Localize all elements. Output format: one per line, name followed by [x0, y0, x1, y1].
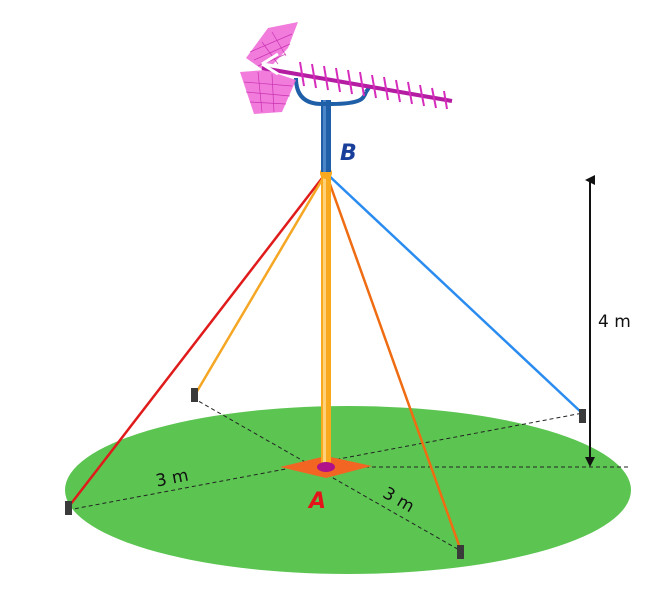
anchor-back-right	[579, 409, 586, 423]
anchor-back-left	[191, 388, 198, 402]
height-arrow-bottom	[585, 457, 595, 467]
antenna-boom	[261, 66, 453, 103]
antenna-bracket	[294, 77, 368, 106]
mast-foot	[317, 462, 335, 472]
label-b: B	[340, 141, 357, 166]
cable-blue	[325, 172, 583, 414]
antenna-reflector-top	[246, 22, 298, 72]
mast-highlight	[323, 172, 326, 466]
antenna-feed	[261, 52, 301, 76]
ground-disc	[65, 406, 631, 574]
antenna	[240, 22, 453, 114]
cable-red	[69, 172, 327, 506]
mast-top-highlight	[323, 100, 326, 172]
anchor-left	[65, 501, 72, 515]
label-height: 4 m	[598, 312, 631, 332]
label-a: A	[307, 489, 326, 514]
anchor-front-right	[457, 545, 464, 559]
antenna-reflector-bottom	[240, 70, 296, 114]
cable-orange-dark	[324, 172, 462, 549]
cable-orange-light	[194, 172, 328, 394]
